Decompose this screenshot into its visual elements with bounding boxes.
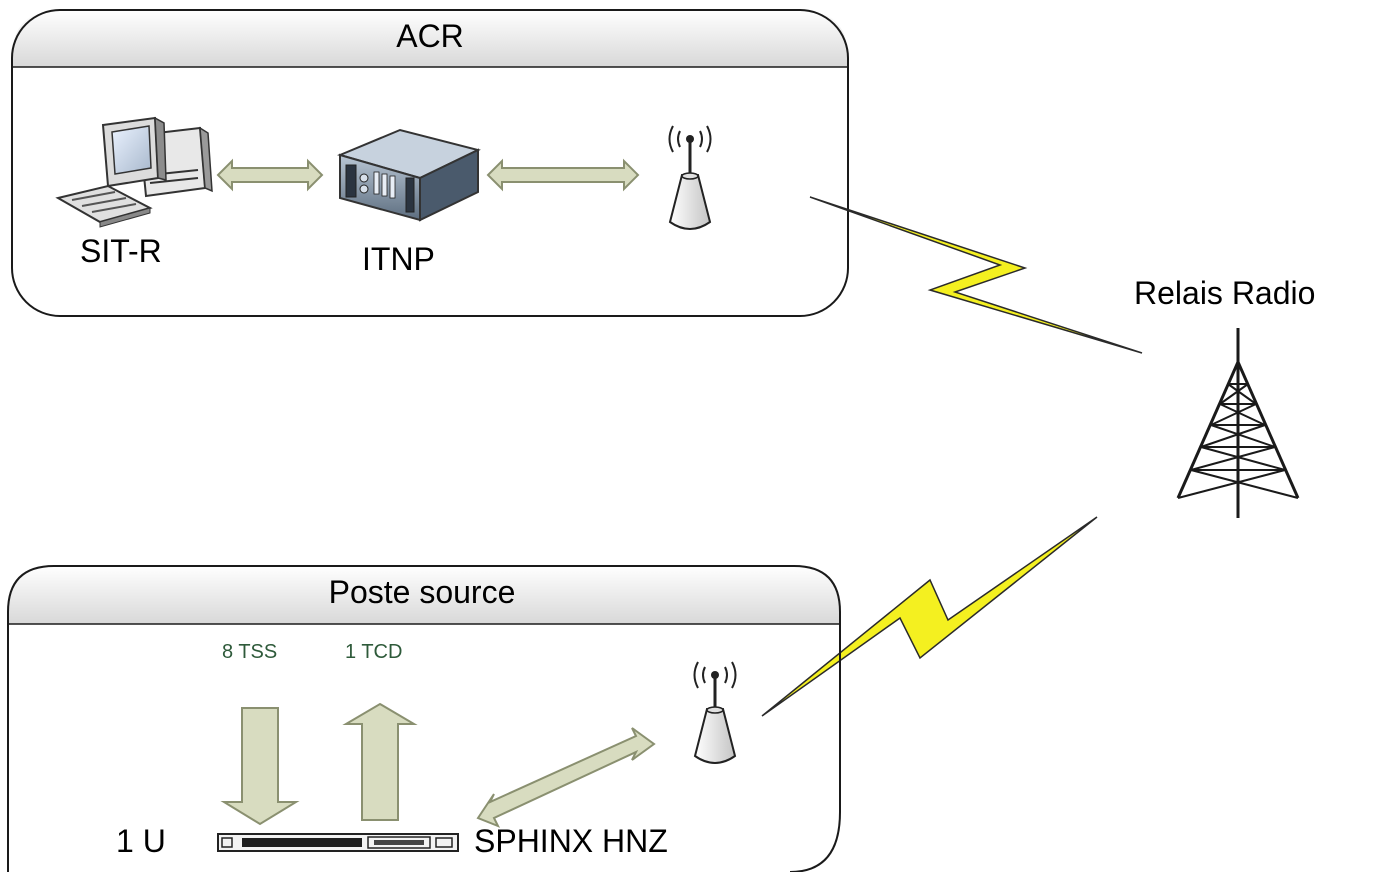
arrow-itnp-antenna [486,158,640,192]
lightning-bolt-lower [761,516,1098,717]
poste-header [8,566,840,624]
arrow-sitr-itnp [216,158,324,192]
tss-label: 8 TSS [222,641,277,663]
acr-frame [11,9,849,317]
sit-r-label: SIT-R [80,233,162,269]
acr-header [12,10,848,67]
sphinx-hnz-label: SPHINX HNZ [474,823,668,859]
tcd-label: 1 TCD [345,641,402,663]
poste-source-box: Poste source [7,565,841,872]
acr-title: ACR [396,18,464,54]
arrow-up-tcd [342,702,418,821]
rack-unit-icon [217,833,459,852]
arrow-down-tss [220,707,300,826]
server-rack-icon [336,128,481,222]
computer-icon [55,116,213,228]
radio-tower-icon [1176,328,1300,518]
one-u-label: 1 U [116,823,166,859]
poste-source-title: Poste source [329,574,516,610]
antenna-icon [668,125,712,230]
acr-box: ACR [11,9,849,317]
arrow-sphinx-antenna [476,727,656,828]
antenna-icon [693,661,737,764]
itnp-label: ITNP [362,241,435,277]
relais-radio-label: Relais Radio [1134,275,1315,311]
poste-frame [7,565,841,872]
lightning-bolt-upper [809,196,1143,354]
